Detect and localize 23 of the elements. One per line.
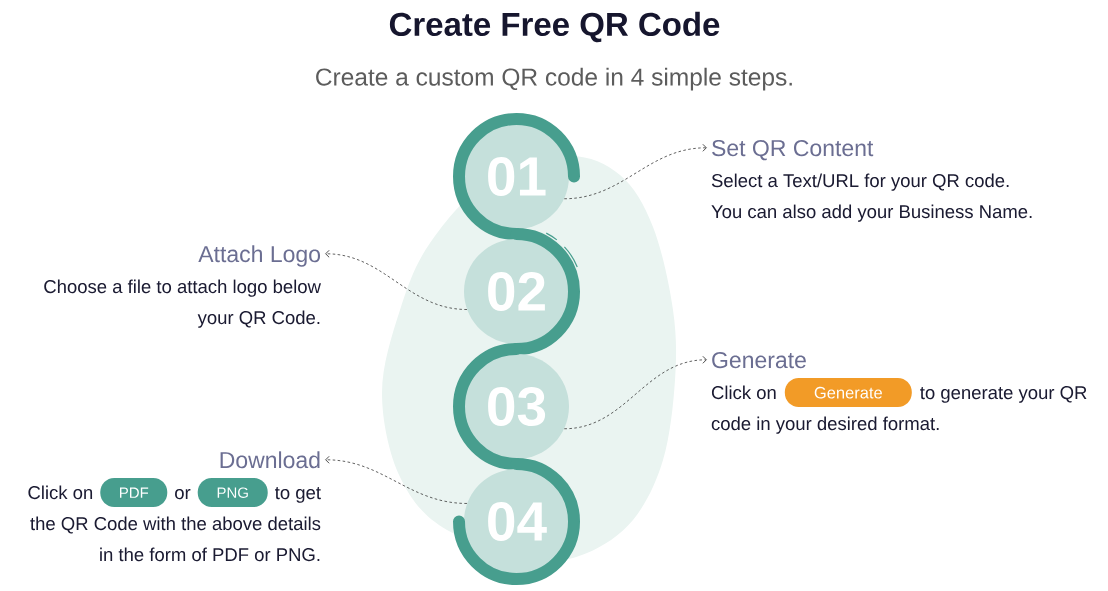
pill-button: PNG [197,478,268,507]
step-text: code in your desired format. [711,416,939,434]
step-text: the QR Code with the above details in the form of PDF or PNG. [30,516,321,562]
pill-button: Generate [784,378,912,407]
step-title: Set QR Content [712,139,874,161]
step-text: to get [275,487,321,503]
leader-arrow [563,143,707,200]
leader-arrow [325,455,468,504]
subtitle: Create a custom QR code in 4 simple steps. [316,67,792,91]
title: Create Free QR Code [389,11,720,43]
leader-arrow [325,249,468,310]
step-text: or [175,489,191,500]
step-title: Download [220,451,320,469]
leader-arrow [563,355,707,430]
step-title: Generate [712,351,806,369]
step-text: to generate your QR [920,386,1087,403]
step-text: You can also add your Business Name. [711,204,1032,222]
step-text: Select a Text/URL for your QR code. [711,173,1009,191]
step-text: Click on [711,385,776,400]
pill-button: PDF [100,478,168,507]
step-text: Choose a file to attach logo below your QR Code. [44,279,321,328]
step-text: Click on [28,485,93,500]
step-title: Attach Logo [198,245,321,267]
